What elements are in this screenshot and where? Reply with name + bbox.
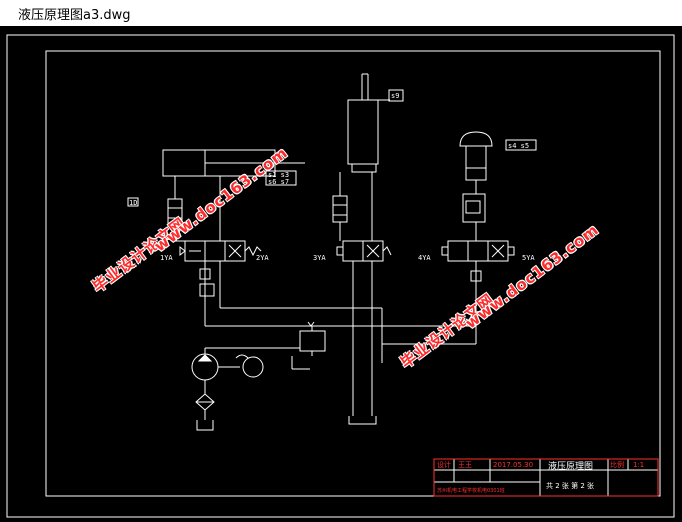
tb-role: 设计 bbox=[437, 460, 451, 469]
tag-s4s5: s4 s5 bbox=[508, 142, 529, 150]
tag-s6s7: s6 s7 bbox=[268, 178, 289, 186]
tag-s1s3: s1 s3 bbox=[268, 171, 289, 179]
label-3ya: 3YA bbox=[313, 254, 326, 262]
cad-canvas[interactable]: s1 s3 s6 s7 s9 s4 s5 1D 1YA 2YA 3YA 4YA … bbox=[0, 26, 682, 522]
tb-scale: 1:1 bbox=[633, 461, 644, 469]
inner-frame bbox=[45, 50, 661, 497]
window-titlebar: 液压原理图a3.dwg bbox=[0, 0, 682, 26]
outer-frame bbox=[6, 34, 675, 518]
tb-title: 液压原理图 bbox=[548, 460, 593, 472]
tag-1d: 1D bbox=[129, 199, 137, 207]
hydraulic-drawing: s1 s3 s6 s7 s9 s4 s5 1D 1YA 2YA 3YA 4YA … bbox=[6, 34, 675, 518]
window-title: 液压原理图a3.dwg bbox=[18, 8, 131, 23]
tb-org: 苏州机电工程学校机电0301班 bbox=[437, 487, 505, 494]
label-4ya: 4YA bbox=[418, 254, 431, 262]
tb-scale-label: 比例 bbox=[610, 460, 624, 469]
tb-name: 王王 bbox=[458, 461, 472, 469]
label-1ya: 1YA bbox=[160, 254, 173, 262]
tag-s9: s9 bbox=[391, 92, 399, 100]
label-5ya: 5YA bbox=[522, 254, 535, 262]
tb-sheet: 共 2 张 第 2 张 bbox=[546, 481, 594, 490]
tb-date: 2017.05.30 bbox=[493, 461, 533, 469]
title-block-frame bbox=[433, 458, 659, 497]
label-2ya: 2YA bbox=[256, 254, 269, 262]
